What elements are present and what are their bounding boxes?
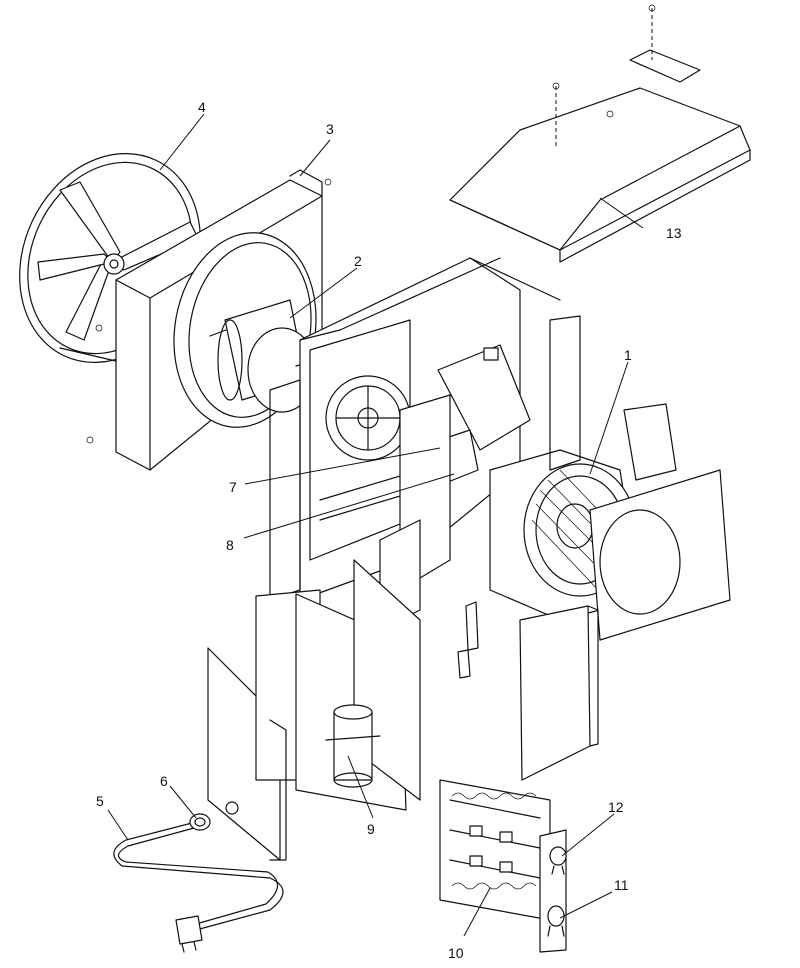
part-4-fan-blade [19, 152, 201, 364]
callout-5: 5 [96, 793, 104, 809]
callout-12: 12 [608, 799, 624, 815]
part-13-top-cover [449, 4, 751, 263]
part-9-capacitor [325, 704, 381, 788]
callout-10: 10 [448, 945, 464, 961]
callout-3: 3 [326, 121, 334, 137]
right-access-panel [457, 601, 599, 781]
part-6-strain-relief [189, 813, 211, 831]
control-bracket [379, 344, 531, 631]
callout-2: 2 [354, 253, 362, 269]
part-11-thermal-fuse [547, 905, 565, 937]
part-12-thermal-limit [549, 846, 567, 875]
callout-4: 4 [198, 99, 206, 115]
part-5-power-cord [113, 821, 284, 953]
part-2-fan-motor [209, 299, 321, 413]
callout-11: 11 [614, 877, 629, 893]
side-panels [207, 559, 421, 861]
callout-1: 1 [624, 347, 632, 363]
callout-8: 8 [226, 537, 234, 553]
callout-labels: 4 3 2 1 13 7 8 9 5 6 10 11 12 [96, 99, 682, 961]
part-10-heater-assembly [439, 779, 551, 921]
part-1-blower-wheel [489, 315, 731, 641]
callout-13: 13 [666, 225, 682, 241]
callout-6: 6 [160, 773, 168, 789]
callout-7: 7 [229, 479, 237, 495]
callout-9: 9 [367, 821, 375, 837]
leader-lines [107, 113, 644, 937]
